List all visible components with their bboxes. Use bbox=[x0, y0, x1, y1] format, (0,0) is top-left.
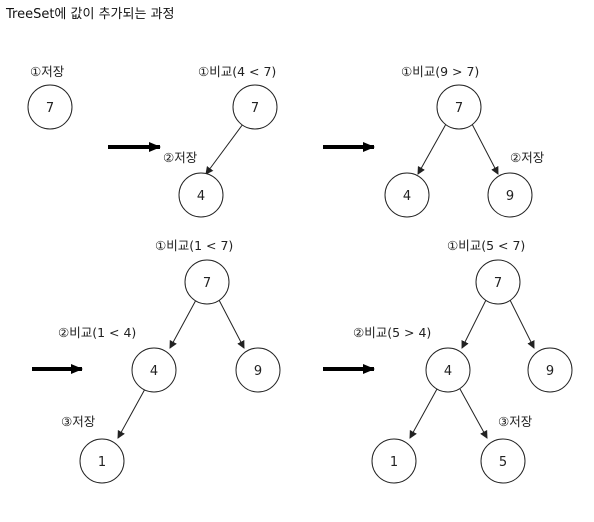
node-value: 1 bbox=[390, 455, 398, 470]
tree-node: 4 bbox=[384, 172, 430, 218]
step-label: ②비교(1 < 4) bbox=[58, 325, 136, 340]
tree-edge bbox=[509, 299, 535, 349]
tree-edge bbox=[459, 388, 488, 439]
tree-node: 7 bbox=[475, 259, 521, 305]
step-label: ②저장 bbox=[163, 150, 198, 165]
node-value: 7 bbox=[46, 101, 54, 116]
node-value: 4 bbox=[197, 189, 205, 204]
tree-edge bbox=[471, 123, 499, 175]
tree-node: 9 bbox=[527, 347, 573, 393]
node-value: 7 bbox=[251, 101, 259, 116]
tree-node: 4 bbox=[131, 347, 177, 393]
step-label: ②저장 bbox=[510, 150, 545, 165]
tree-node: 9 bbox=[487, 172, 533, 218]
step-label: ①비교(1 < 7) bbox=[155, 238, 233, 253]
node-value: 4 bbox=[444, 364, 452, 379]
node-value: 9 bbox=[506, 189, 514, 204]
tree-edge bbox=[205, 123, 244, 175]
tree-node: 1 bbox=[371, 438, 417, 484]
step-label: ①비교(9 > 7) bbox=[401, 64, 479, 79]
tree-node: 9 bbox=[235, 347, 281, 393]
step-label: ①저장 bbox=[30, 64, 65, 79]
node-value: 9 bbox=[546, 364, 554, 379]
tree-node: 4 bbox=[178, 172, 224, 218]
step-5: ①비교(5 < 7) ②비교(5 > 4) ③저장 7 4 9 1 5 bbox=[353, 238, 573, 484]
step-label: ③저장 bbox=[61, 414, 96, 429]
step-1: ①저장 7 bbox=[27, 64, 73, 130]
tree-edge bbox=[409, 388, 438, 439]
tree-edge bbox=[169, 299, 197, 349]
node-value: 7 bbox=[455, 101, 463, 116]
tree-node: 5 bbox=[480, 438, 526, 484]
step-label: ①비교(5 < 7) bbox=[447, 238, 525, 253]
node-value: 4 bbox=[150, 364, 158, 379]
node-value: 5 bbox=[499, 455, 507, 470]
tree-node: 7 bbox=[184, 259, 230, 305]
step-label: ③저장 bbox=[498, 414, 533, 429]
tree-edge bbox=[461, 299, 487, 349]
step-label: ①비교(4 < 7) bbox=[198, 64, 276, 79]
tree-node: 7 bbox=[436, 84, 482, 130]
node-value: 9 bbox=[254, 364, 262, 379]
step-3: ①비교(9 > 7) ②저장 7 4 9 bbox=[384, 64, 545, 218]
tree-edge bbox=[417, 123, 447, 175]
tree-node: 7 bbox=[232, 84, 278, 130]
node-value: 4 bbox=[403, 189, 411, 204]
tree-node: 1 bbox=[79, 438, 125, 484]
tree-edge bbox=[218, 299, 245, 349]
node-value: 7 bbox=[494, 276, 502, 291]
step-label: ②비교(5 > 4) bbox=[353, 325, 431, 340]
diagram-title: TreeSet에 값이 추가되는 과정 bbox=[6, 7, 175, 22]
tree-node: 4 bbox=[425, 347, 471, 393]
node-value: 1 bbox=[98, 455, 106, 470]
tree-edge bbox=[117, 388, 146, 439]
step-2: ①비교(4 < 7) ②저장 7 4 bbox=[163, 64, 278, 218]
tree-node: 7 bbox=[27, 84, 73, 130]
node-value: 7 bbox=[203, 276, 211, 291]
step-4: ①비교(1 < 7) ②비교(1 < 4) ③저장 7 4 9 1 bbox=[58, 238, 281, 484]
